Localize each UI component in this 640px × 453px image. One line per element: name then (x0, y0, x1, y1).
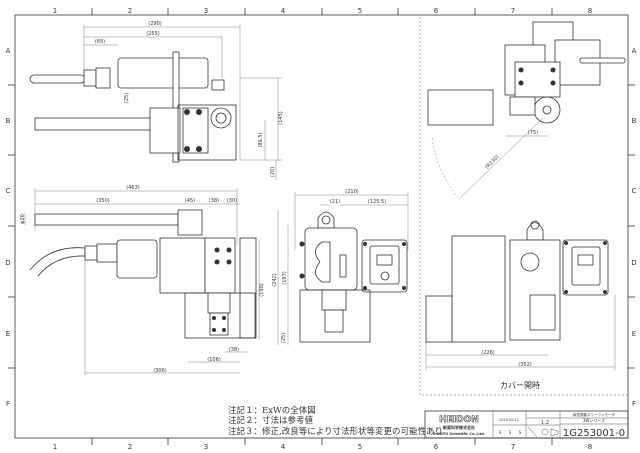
side-view: (210) (21) (125.5) (242) (197) (25) (272, 189, 409, 345)
label: F (632, 400, 636, 408)
label: 2 (128, 7, 132, 15)
scale: 1:2 (541, 420, 549, 426)
company-name-en: SHINTO Scientific Co.,Ltd. (433, 432, 485, 436)
dim-25: (25) (124, 93, 130, 103)
note-3: 注記３：修正,改良等により寸法形状等変更の可能性あり (228, 426, 443, 437)
note-1: 注記１：ExWの全体図 (228, 405, 316, 416)
dim-r230: (R230) (484, 154, 500, 170)
dim-352: (352) (518, 362, 531, 368)
label: A (632, 47, 637, 55)
product-name: 新型振動スリーワンモータ (573, 412, 615, 417)
label: C (6, 187, 11, 195)
note-2: 注記２：寸法は参考値 (228, 415, 314, 426)
dim-106: (106) (207, 357, 220, 363)
grid-column-labels: 1 2 3 4 5 6 7 8 1 2 3 4 5 6 7 8 (53, 7, 592, 451)
dim-30: (30) (227, 198, 237, 204)
label: 7 (511, 7, 515, 15)
label: 5 (358, 443, 362, 451)
company-name-jp: 新東科学株式会社 (443, 424, 475, 430)
dim-350: (350) (96, 198, 109, 204)
drawing-frame: 1 2 3 4 5 6 7 8 1 2 3 4 5 6 7 8 A B C D E F A B C D E F (5, 7, 636, 451)
notes: 注記１：ExWの全体図 注記２：寸法は参考値 注記３：修正,改良等により寸法形状… (228, 405, 443, 437)
cover-open-views: (75) (R230) (226) (352) カバー開時 (419, 14, 629, 396)
dim-25-side: (25) (281, 333, 287, 343)
top-view: (290) (255) (65) (145) (86.5) (20) (25) (29, 21, 284, 180)
dim-86-5: (86.5) (258, 132, 264, 147)
dim-21: (21) (330, 199, 340, 205)
label: 5 (358, 7, 362, 15)
label: B (6, 117, 11, 125)
label: 4 (281, 7, 286, 15)
dim-45: (45) (185, 198, 195, 204)
dim-197: (197) (282, 271, 288, 284)
label: 6 (434, 443, 439, 451)
dim-20: (20) (270, 167, 276, 177)
dim-306: (306) (153, 368, 166, 374)
label: 1 (53, 443, 57, 451)
drawing-number: 1G253001-0 (563, 428, 625, 439)
dim-phi20: φ20 (20, 214, 26, 224)
series-name: 3Wシリーズ (583, 417, 605, 423)
label: E (632, 330, 636, 338)
dim-290: (290) (148, 21, 161, 27)
date: 2015.09.11 (499, 418, 519, 422)
grid-row-labels: A B C D E F A B C D E F (5, 47, 636, 408)
label: 8 (588, 443, 592, 451)
dim-255: (255) (146, 31, 159, 37)
label: S (509, 430, 512, 435)
label: 1 (53, 7, 57, 15)
dim-463: (463) (126, 185, 139, 191)
dim-190: (190) (259, 283, 265, 296)
label: C (632, 187, 637, 195)
title-block: HEIDON 新東科学株式会社 SHINTO Scientific Co.,Lt… (424, 410, 629, 439)
dim-38: (38) (209, 198, 219, 204)
label: E (6, 330, 10, 338)
label: D (631, 259, 636, 267)
label: A (6, 47, 11, 55)
label: 7 (511, 443, 515, 451)
heidon-logo: HEIDON (439, 415, 479, 425)
label: 2 (128, 443, 132, 451)
label: D (5, 259, 10, 267)
dim-38-lower: (38) (229, 347, 239, 353)
label: F (6, 400, 10, 408)
label: 3 (204, 7, 208, 15)
dim-226: (226) (481, 350, 494, 356)
label: 8 (588, 7, 592, 15)
label: S (519, 430, 522, 435)
label: B (632, 117, 637, 125)
dim-65: (65) (95, 39, 105, 45)
label: 3 (204, 443, 208, 451)
dim-125-5: (125.5) (368, 199, 386, 205)
dim-210: (210) (345, 189, 358, 195)
dim-242: (242) (272, 273, 278, 286)
projection-symbol-icon (541, 428, 549, 436)
dim-145: (145) (278, 111, 284, 124)
label: S (499, 430, 502, 435)
label: 6 (434, 7, 439, 15)
dim-75: (75) (528, 130, 538, 136)
label: 4 (281, 443, 286, 451)
cover-open-caption: カバー開時 (500, 381, 540, 390)
front-view: (463) (350) (45) (38) (30) φ20 (190) (38… (20, 185, 265, 375)
